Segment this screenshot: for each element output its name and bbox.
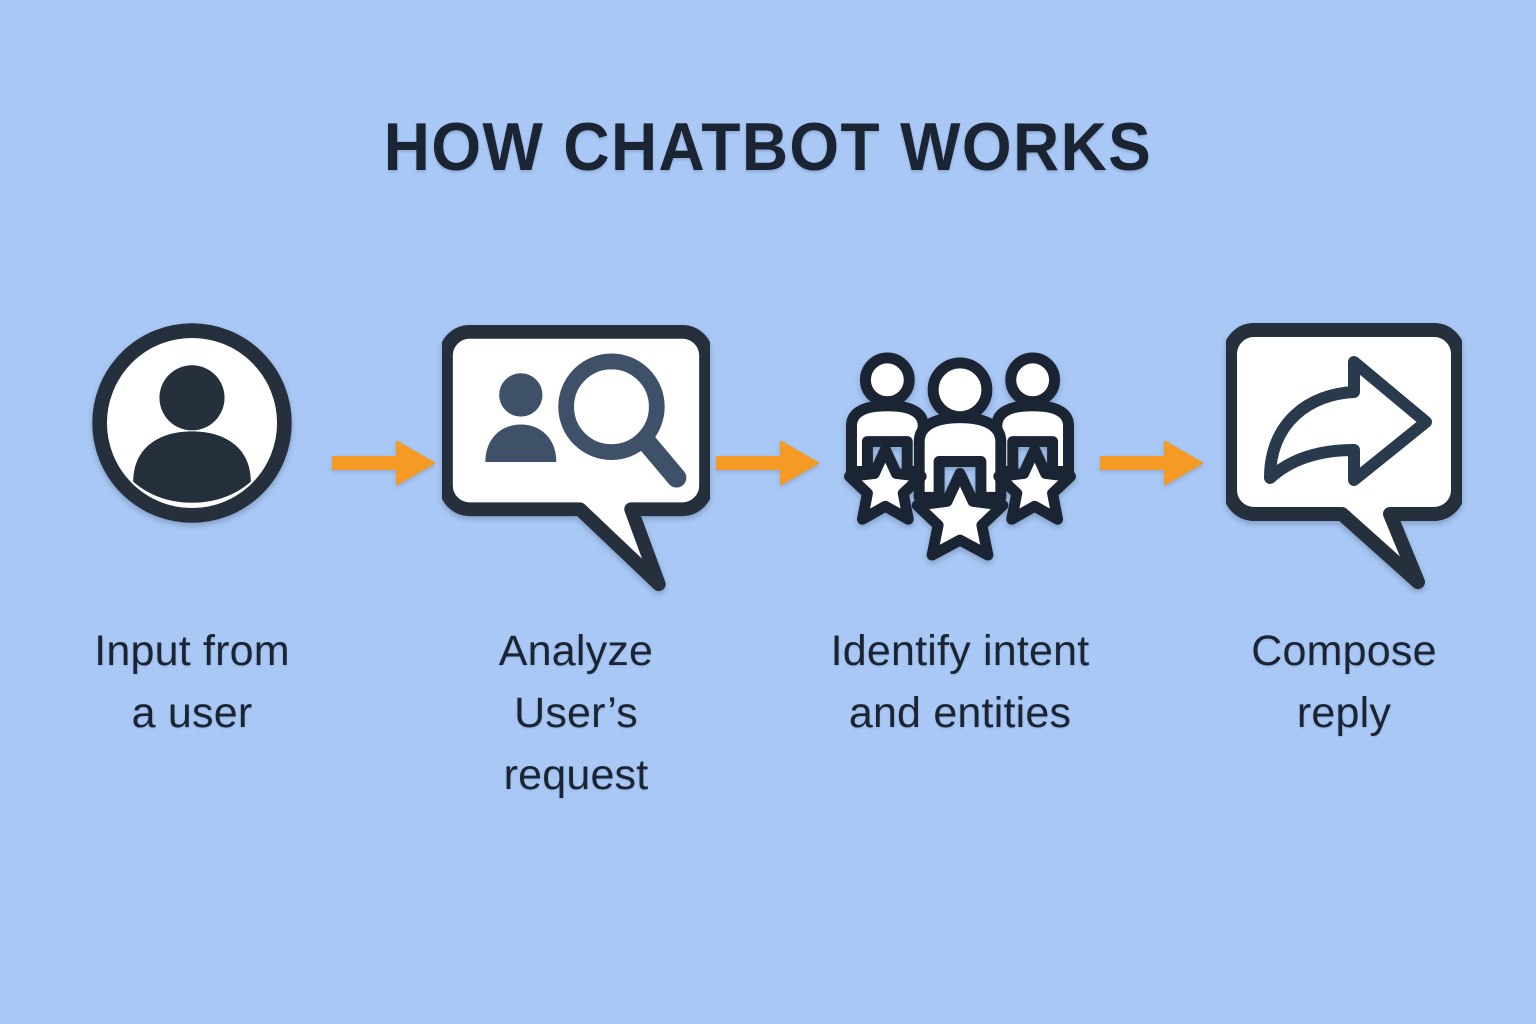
icon-container <box>58 318 326 608</box>
flow-step-input-from-a-user: Input from a user <box>58 318 326 744</box>
icon-container <box>1210 318 1478 608</box>
people-stars-icon <box>844 352 1076 561</box>
arrow-right-icon <box>1100 440 1204 486</box>
step-label: Input from a user <box>94 627 290 737</box>
speech-bubble-search-icon <box>442 324 710 592</box>
arrow-right-icon <box>332 440 436 486</box>
connector-arrow-2 <box>710 318 826 608</box>
step-label: Compose reply <box>1251 627 1437 737</box>
flow-step-identify-intent-and-entities: Identify intent and entities <box>826 318 1094 744</box>
arrow-right-icon <box>716 440 820 486</box>
connector-arrow-3 <box>1094 318 1210 608</box>
icon-container <box>442 318 710 608</box>
speech-bubble-reply-arrow-icon <box>1226 323 1462 589</box>
icon-container <box>826 318 1094 608</box>
flow-step-analyze-users-request: Analyze User’s request <box>442 318 710 806</box>
step-label: Analyze User’s request <box>498 627 654 799</box>
process-flow: Input from a user Analyze User’s request <box>0 318 1536 799</box>
connector-arrow-1 <box>326 318 442 608</box>
page-title: HOW CHATBOT WORKS <box>383 109 1153 185</box>
step-label: Identify intent and entities <box>830 627 1090 737</box>
user-avatar-icon <box>92 323 292 523</box>
flow-step-compose-reply: Compose reply <box>1210 318 1478 744</box>
